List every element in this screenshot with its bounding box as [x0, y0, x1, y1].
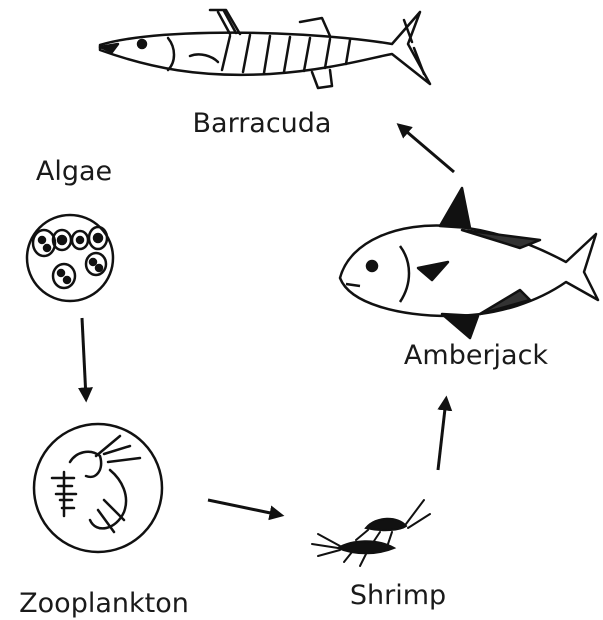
shrimp-icon	[312, 500, 430, 566]
arrow-zooplankton-to-shrimp	[208, 500, 280, 515]
arrow-shrimp-to-amberjack	[438, 400, 446, 470]
amberjack-icon	[340, 188, 598, 338]
arrow-algae-to-zooplankton	[82, 318, 86, 398]
algae-cells-icon	[27, 215, 113, 301]
zooplankton-label: Zooplankton	[19, 588, 189, 619]
amberjack-label: Amberjack	[404, 340, 549, 371]
zooplankton-icon	[34, 424, 162, 552]
barracuda-label: Barracuda	[193, 108, 332, 139]
arrow-amberjack-to-barracuda	[400, 126, 454, 172]
barracuda-icon	[100, 10, 430, 88]
algae-label: Algae	[36, 156, 112, 187]
shrimp-label: Shrimp	[350, 580, 446, 611]
